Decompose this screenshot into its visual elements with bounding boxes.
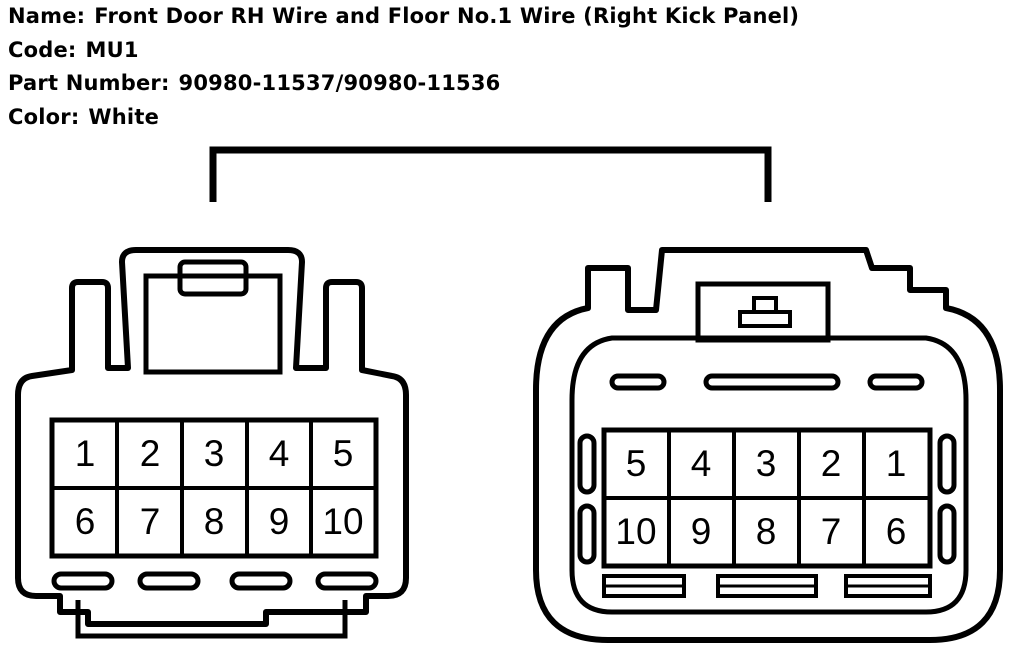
right-latch-nub [752, 296, 778, 314]
left-pin-label: 9 [269, 501, 290, 542]
left-pin-label: 2 [140, 433, 161, 474]
right-slot [609, 373, 667, 391]
left-pin-label: 4 [269, 433, 290, 474]
right-side-slot [937, 433, 957, 495]
right-slot [703, 373, 841, 391]
right-connector [533, 247, 1003, 643]
right-pin-label: 9 [691, 511, 712, 552]
right-pin-label: 8 [756, 511, 777, 552]
left-pin-label: 5 [333, 433, 354, 474]
right-pin-label: 3 [756, 443, 777, 484]
right-pin-label: 6 [886, 511, 907, 552]
name-line: Name: Front Door RH Wire and Floor No.1 W… [8, 4, 799, 28]
color-value: White [88, 105, 160, 129]
left-slot [315, 571, 379, 591]
left-pin-label: 1 [75, 433, 96, 474]
left-pin-label: 3 [204, 433, 225, 474]
left-connector [15, 247, 409, 639]
left-base-rim [75, 600, 348, 639]
right-side-slot [577, 433, 597, 495]
right-side-slot [577, 503, 597, 565]
left-pin-label: 10 [322, 501, 363, 542]
right-pin-label: 5 [626, 443, 647, 484]
part-number-line: Part Number: 90980-11537/90980-11536 [8, 71, 501, 95]
right-pin-label: 4 [691, 443, 712, 484]
left-pin-label: 8 [204, 501, 225, 542]
code-line: Code: MU1 [8, 38, 139, 62]
left-pin-label: 6 [75, 501, 96, 542]
part-number-label: Part Number: [8, 71, 170, 95]
part-number-value: 90980-11537/90980-11536 [178, 71, 501, 95]
right-pin-label: 1 [886, 443, 907, 484]
right-latch-tab [738, 310, 792, 328]
code-value: MU1 [85, 38, 139, 62]
color-line: Color: White [8, 105, 159, 129]
right-housing-outline [533, 247, 1003, 643]
name-label: Name: [8, 4, 86, 28]
right-side-slot [937, 503, 957, 565]
left-lock-frame [143, 273, 283, 375]
right-pin-label: 10 [615, 511, 656, 552]
right-inner-shell [569, 335, 969, 615]
left-slot [137, 571, 201, 591]
left-lock-tab [177, 259, 249, 297]
code-label: Code: [8, 38, 77, 62]
right-pin-label: 2 [821, 443, 842, 484]
right-latch-frame [695, 281, 831, 343]
right-pin-label: 7 [821, 511, 842, 552]
left-housing-outline [15, 247, 409, 627]
color-label: Color: [8, 105, 80, 129]
left-pin-label: 7 [140, 501, 161, 542]
connection-bracket [209, 146, 772, 202]
right-slot [867, 373, 925, 391]
name-value: Front Door RH Wire and Floor No.1 Wire (… [94, 4, 800, 28]
left-slot [51, 571, 115, 591]
left-slot [229, 571, 293, 591]
